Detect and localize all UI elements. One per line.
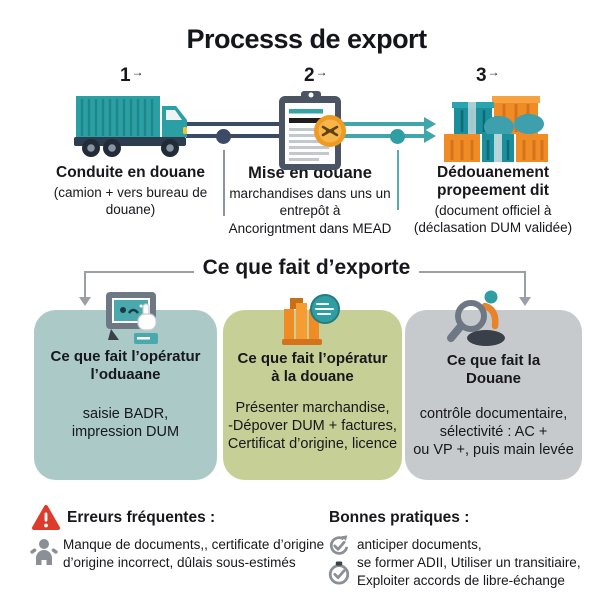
step-title: propeement dit <box>437 181 549 199</box>
practices-line: Exploiter accords de libre-échange <box>357 573 565 588</box>
step-desc-line: (déclasation DUM validée) <box>413 219 573 235</box>
flow-line-navy-bottom <box>186 134 338 138</box>
step-desc-line: Ancorigntment dans MEAD <box>228 220 392 236</box>
card-title-line: Ce que fait l’opératur <box>237 350 388 367</box>
computer-data-entry-icon <box>106 292 158 344</box>
bracket-drop-right <box>524 271 526 297</box>
step-1-number: 1→ <box>120 65 144 87</box>
step-title: Dédouanement <box>437 164 549 181</box>
step-3-number: 3→ <box>476 65 500 87</box>
down-arrow-icon <box>519 297 531 306</box>
customs-inspector-icon <box>447 290 505 346</box>
right-arrow-icon: → <box>487 65 500 79</box>
sync-check-icon <box>329 535 349 555</box>
column-separator-right <box>397 150 399 210</box>
bracket-drop-left <box>84 271 86 297</box>
errors-line: Manque de documents,, certificate d’orig… <box>63 537 325 552</box>
step-3-description: Dédouanement propeement dit (document of… <box>408 164 578 236</box>
card-title-line: Douane <box>465 370 521 388</box>
flow-arrowhead-top-icon <box>424 117 436 131</box>
step-2-description: Mise en douane marchandises dans uns un … <box>228 164 392 237</box>
card-body-line: -Dépover DUM + factures, <box>228 417 397 434</box>
card-title-line: à la douane <box>271 368 354 386</box>
flow-line-teal-top <box>306 122 425 126</box>
down-arrow-icon <box>79 297 91 306</box>
column-separator-left <box>223 150 225 216</box>
flow-line-teal-bottom <box>306 134 425 138</box>
errors-line: d’origine incorrect, dûlais sous-estimés <box>63 555 296 570</box>
card-title-line: l’oduaane <box>90 366 161 384</box>
flow-dot-teal <box>390 129 405 144</box>
practices-line: se former ADII, Utiliser un transitiaire… <box>357 555 581 570</box>
card-body-line: saisie BADR, <box>82 405 169 422</box>
step-number-text: 2 <box>304 65 315 86</box>
right-arrow-icon: → <box>131 65 144 79</box>
step-number-text: 3 <box>476 65 487 86</box>
step-desc-line: entrepôt à <box>279 203 341 219</box>
card-body-line: ou VP +, puis main levée <box>413 441 574 458</box>
card-body-line: contrôle documentaire, <box>419 405 568 422</box>
card-body-line: Certificat d’origine, licence <box>227 435 398 452</box>
practices-line: anticiper documents, <box>357 537 482 552</box>
card-operator-at-customs: Ce que fait l’opératur à la douane Prése… <box>223 310 402 480</box>
flow-dot-navy <box>216 129 231 144</box>
flow-arrowhead-bottom-icon <box>424 129 436 143</box>
step-desc-line: (document officiel à <box>434 202 552 218</box>
step-1-description: Conduite en douane (camion + vers bureau… <box>28 164 233 218</box>
card-body-line: impression DUM <box>71 423 180 440</box>
stacked-crates-icon <box>444 96 548 162</box>
step-number-text: 1 <box>120 65 131 86</box>
step-title: Mise en douane <box>248 164 372 182</box>
card-body-line: Présenter marchandise, <box>235 399 390 416</box>
card-body-line: sélectivité : AC + <box>439 423 548 440</box>
check-circle-icon <box>328 561 350 585</box>
right-arrow-icon: → <box>315 65 328 79</box>
clipboard-stamp-icon <box>279 91 346 170</box>
step-2-number: 2→ <box>304 65 328 87</box>
container-truck-icon <box>74 96 187 157</box>
card-title-line: Ce que fait l’opératur <box>50 348 201 365</box>
bracket-line-left <box>84 271 194 273</box>
bracket-line-right <box>419 271 525 273</box>
card-title-line: Ce que fait la <box>446 352 541 369</box>
card-operator-customs-entry: Ce que fait l’opératur l’oduaane saisie … <box>34 310 217 480</box>
step-title: Conduite en douane <box>56 164 205 181</box>
goods-globe-icon <box>282 294 340 345</box>
step-desc-line: (camion + vers bureau de douane) <box>53 184 208 218</box>
flow-line-navy-top <box>186 122 338 126</box>
actors-section-heading: Ce que fait d’exporte <box>202 256 411 279</box>
page-title: Processs de export <box>186 24 427 54</box>
frustrated-person-icon <box>30 539 58 565</box>
step-desc-line: marchandises dans uns un <box>229 185 391 201</box>
practices-heading: Bonnes pratiques : <box>329 509 470 526</box>
errors-heading: Erreurs fréquentes : <box>67 509 216 526</box>
warning-triangle-icon <box>32 505 60 530</box>
